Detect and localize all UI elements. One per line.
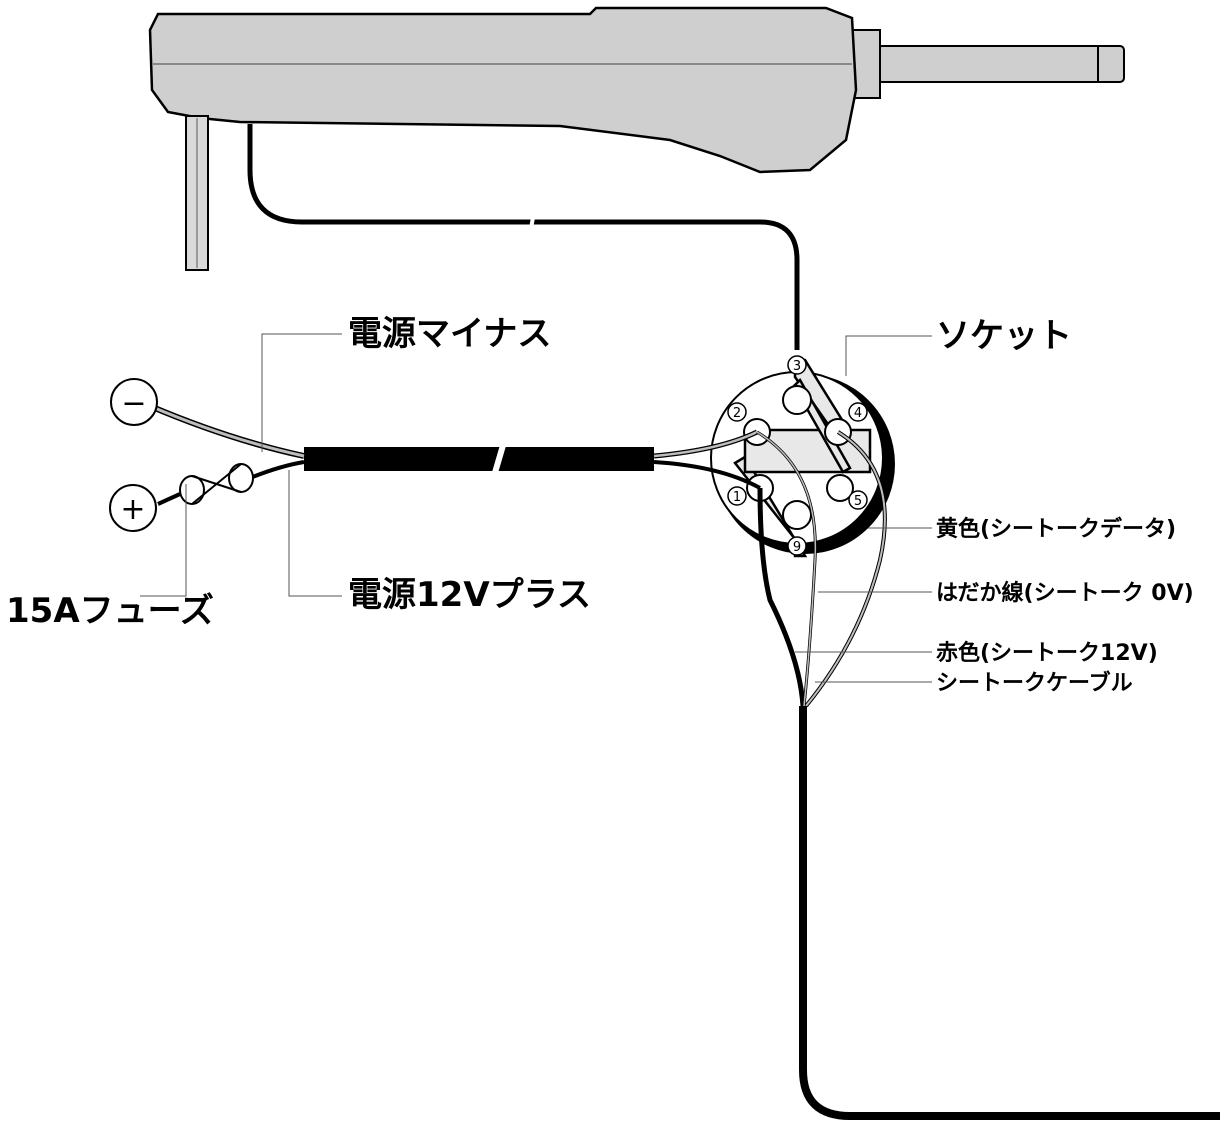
- pin-label-4: 4: [854, 406, 862, 421]
- label-power-plus: 電源12Vプラス: [348, 575, 591, 615]
- leader-lines: [140, 333, 932, 683]
- actuator-body: [148, 6, 858, 174]
- minus-icon: −: [121, 386, 146, 421]
- label-power-minus: 電源マイナス: [348, 314, 551, 354]
- label-fuse: 15Aフューズ: [6, 591, 214, 631]
- pin-label-5: 5: [854, 494, 862, 509]
- power-cable: [148, 403, 761, 490]
- label-socket: ソケット: [936, 316, 1072, 356]
- pin-label-2: 2: [733, 406, 741, 421]
- label-yellow-wire: 黄色(シートークデータ): [936, 516, 1176, 542]
- plus-terminal: +: [109, 484, 157, 532]
- pin-label-9: 9: [793, 540, 801, 555]
- actuator-cable: [247, 124, 800, 350]
- minus-terminal: −: [110, 378, 158, 426]
- fuse: [157, 463, 254, 506]
- label-red-wire: 赤色(シートーク12V): [936, 640, 1158, 666]
- seatalk-wires: [756, 430, 887, 708]
- pin-label-3: 3: [793, 359, 801, 374]
- actuator-pushrod: [877, 45, 1125, 83]
- pin-label-1: 1: [733, 490, 741, 505]
- label-bare-wire: はだか線(シートーク 0V): [936, 580, 1194, 606]
- label-seatalk-cable: シートークケーブル: [936, 670, 1133, 696]
- actuator-unit: [148, 6, 1125, 271]
- plus-icon: +: [120, 492, 145, 527]
- seatalk-cable: [799, 706, 1220, 1120]
